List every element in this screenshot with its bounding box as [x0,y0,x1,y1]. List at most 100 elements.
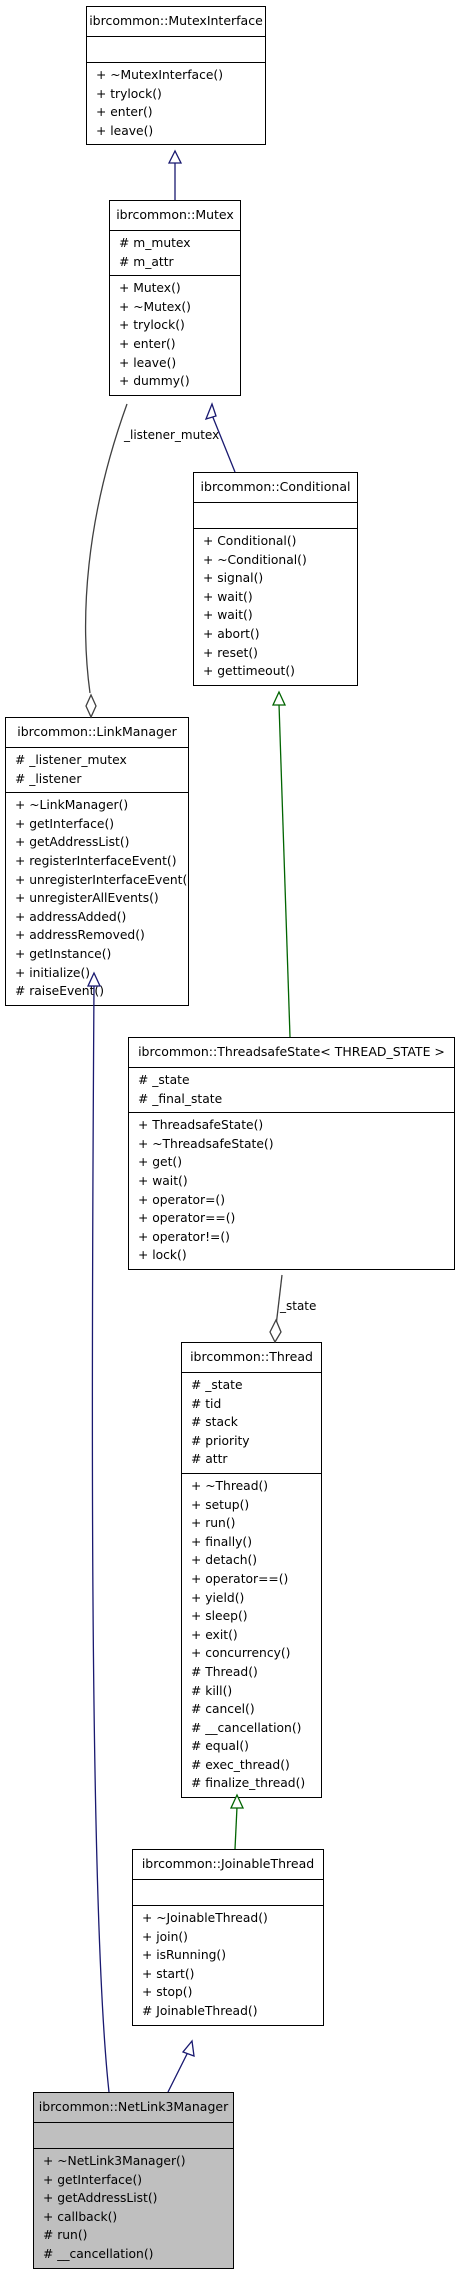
class-operation: + wait() [138,1173,188,1188]
inheritance-arrowhead [167,149,183,164]
class-box-conditional[interactable]: ibrcommon::Conditional + Conditional()+ … [193,472,358,686]
operations-section: + ~JoinableThread() + join() + isRunning()… [133,1905,323,2025]
class-operation: # JoinableThread() [142,2003,258,2018]
class-operation: + operator=() [138,1192,225,1207]
class-box-joinablethread[interactable]: ibrcommon::JoinableThread + ~JoinableThr… [132,1849,324,2026]
class-operation: + getInstance() [15,946,112,961]
class-operation: + gettimeout() [203,664,295,679]
class-operation: # kill() [191,1683,233,1698]
class-operation: + leave() [119,355,177,370]
class-attribute: # _state [138,1073,190,1087]
class-operation: + setup() [191,1497,250,1512]
class-box-mutex[interactable]: ibrcommon::Mutex # m_mutex# m_attr + Mut… [109,200,241,396]
association-listener-mutex [84,403,128,694]
class-operation: + ~MutexInterface() [96,68,224,82]
class-operation: + trylock() [119,318,185,333]
class-operation: + sleep() [191,1609,248,1624]
class-attribute: # _listener_mutex [15,753,127,767]
class-operation: + getAddressList() [43,2191,158,2206]
class-operation: # raiseEvent() [15,984,105,999]
class-operation: + detach() [191,1553,258,1568]
class-operation: + getInterface() [15,816,115,831]
inheritance-arrowhead [181,2039,195,2057]
aggregation-diamond [269,1318,282,1344]
inheritance-arrowhead [204,402,217,421]
class-operation: + isRunning() [142,1948,227,1963]
operations-section: + ThreadsafeState()+ ~ThreadsafeState()+… [129,1112,454,1269]
class-attribute: # priority [191,1433,250,1448]
class-box-netlink3manager[interactable]: ibrcommon::NetLink3Manager + ~NetLink3Ma… [33,2092,234,2269]
attributes-section: # _listener_mutex # _listener [6,747,188,792]
class-title: ibrcommon::ThreadsafeState< THREAD_STATE… [138,1044,445,1059]
class-operation: + ~Thread() [191,1478,269,1493]
class-operation: + exit() [191,1627,238,1642]
class-attribute: # m_attr [119,254,174,269]
class-operation: + stop() [142,1985,193,2000]
class-operation: + Conditional() [203,534,297,548]
class-attribute: # _listener [15,771,82,786]
class-title: ibrcommon::NetLink3Manager [38,2099,229,2114]
attributes-section [194,502,357,528]
generalization-netlink3manager-to-joinablethread [167,2051,189,2093]
class-operation: # __cancellation() [43,2246,154,2261]
attributes-section [133,1879,323,1905]
class-operation: + wait() [203,608,253,623]
class-operation: + getInterface() [43,2172,143,2187]
class-title: ibrcommon::MutexInterface [89,13,263,28]
class-operation: + wait() [203,589,253,604]
class-operation: + abort() [203,626,260,641]
class-operation: + reset() [203,645,258,660]
class-operation: # run() [43,2228,88,2243]
class-operation: + callback() [43,2209,118,2224]
class-title: ibrcommon::Mutex [116,207,234,222]
class-operation: + ThreadsafeState() [138,1118,264,1133]
class-box-mutexinterface[interactable]: ibrcommon::MutexInterface + ~MutexInterf… [86,6,266,146]
class-attribute: # tid [191,1396,222,1411]
class-title: ibrcommon::LinkManager [17,724,177,739]
class-box-threadsafestate[interactable]: ibrcommon::ThreadsafeState< THREAD_STATE… [128,1037,455,1270]
class-operation: + operator==() [191,1571,289,1586]
attributes-section [34,2122,233,2148]
operations-section: + ~Thread()+ setup()+ run()+ finally()+ … [182,1472,321,1797]
class-operation: + yield() [191,1590,245,1605]
class-attribute: # attr [191,1452,228,1467]
attributes-section: # m_mutex# m_attr [110,230,240,275]
class-operation: + leave() [96,123,154,138]
class-operation: + ~NetLink3Manager() [43,2154,186,2168]
generalization-threadsafestate-to-conditional [278,703,291,1038]
generalization-netlink3manager-to-linkmanager [91,984,110,2093]
inheritance-arrowhead [86,971,102,987]
class-operation: # cancel() [191,1702,255,1717]
class-title: ibrcommon::Thread [190,1349,313,1364]
class-title: ibrcommon::Conditional [200,479,351,494]
class-operation: + initialize() [15,965,91,980]
class-operation: # finalize_thread() [191,1776,306,1791]
class-box-linkmanager[interactable]: ibrcommon::LinkManager # _listener_mutex… [5,717,189,1006]
class-attribute: # _final_state [138,1091,223,1106]
class-operation: + enter() [96,105,153,120]
attributes-section: # _state # _final_state [129,1067,454,1112]
class-operation: + join() [142,1929,188,1944]
class-operation: + ~LinkManager() [15,798,129,813]
class-operation: + operator!=() [138,1229,230,1244]
operations-section: + ~NetLink3Manager() + getInterface() + ge… [34,2148,233,2268]
operations-section: + ~MutexInterface()+ trylock()+ enter()+… [87,62,265,144]
class-operation: + unregisterAllEvents() [15,891,159,906]
class-operation: + finally() [191,1534,252,1549]
class-operation: + lock() [138,1248,187,1263]
association-state [275,1274,283,1327]
class-operation: + ~Conditional() [203,552,307,567]
class-operation: + dummy() [119,374,190,389]
class-operation: + unregisterInterfaceEvent() [15,872,188,887]
aggregation-diamond [85,693,97,719]
edge-label-listener-mutex: _listener_mutex [123,428,219,442]
class-attribute: # stack [191,1415,238,1430]
class-operation: + addressRemoved() [15,928,145,943]
class-operation: + ~JoinableThread() [142,1911,268,1925]
class-operation: + start() [142,1966,195,1981]
class-box-thread[interactable]: ibrcommon::Thread # _state# tid# stack# … [181,1342,322,1799]
class-operation: # Thread() [191,1664,258,1679]
attributes-section: # _state# tid# stack# priority# attr [182,1372,321,1473]
